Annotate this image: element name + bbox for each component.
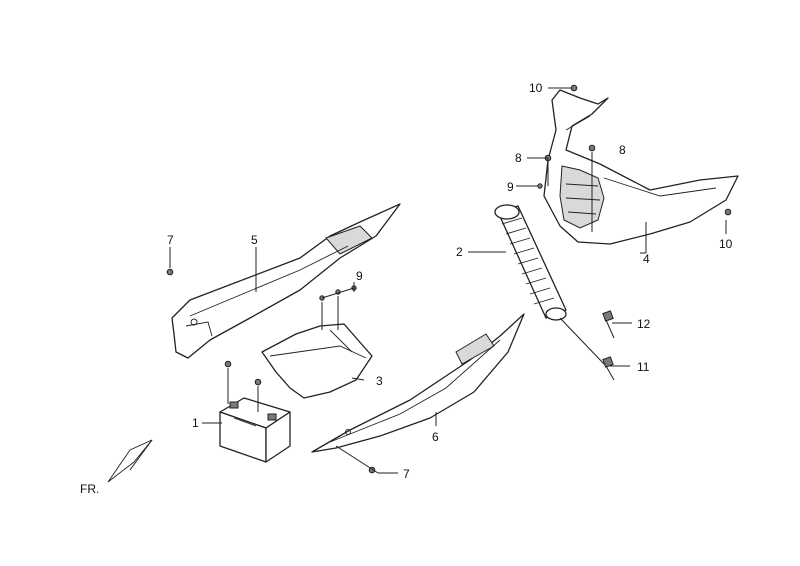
callout-3: 3 — [376, 374, 383, 388]
part-2-shock-spring — [494, 204, 567, 321]
screw-icon — [724, 208, 732, 216]
bolt-icon — [602, 356, 615, 381]
part-5-left-side-cover — [171, 203, 401, 359]
screw-icon — [588, 144, 596, 152]
callout-1: 1 — [192, 416, 199, 430]
part-3-inner-panel — [261, 323, 373, 399]
front-arrow-icon — [107, 439, 153, 483]
callout-labels: 1 2 3 4 5 6 7 7 8 8 9 9 10 10 11 12 — [167, 81, 733, 481]
callout-2: 2 — [456, 245, 463, 259]
bolt-icon — [602, 310, 615, 339]
callout-7-lower: 7 — [403, 467, 410, 481]
clip-icon — [537, 183, 543, 189]
part-4-rear-cowl — [543, 89, 739, 245]
callout-6: 6 — [432, 430, 439, 444]
callout-12: 12 — [637, 317, 651, 331]
callout-5: 5 — [251, 233, 258, 247]
callout-8-left: 8 — [515, 151, 522, 165]
callout-8-right: 8 — [619, 143, 626, 157]
part-1-battery — [219, 397, 291, 463]
screw-icon — [254, 378, 262, 386]
callout-7-upper: 7 — [167, 233, 174, 247]
callout-10-right: 10 — [719, 237, 733, 251]
screw-icon — [166, 268, 174, 276]
callout-4: 4 — [643, 252, 650, 266]
part-6-lower-side-rail — [311, 313, 525, 453]
front-label: FR. — [80, 482, 99, 496]
front-direction-indicator: FR. — [80, 439, 153, 496]
screw-icon — [224, 360, 232, 368]
callout-9-upper: 9 — [356, 269, 363, 283]
callout-10-top: 10 — [529, 81, 543, 95]
callout-9-right: 9 — [507, 180, 514, 194]
leader-lines — [169, 87, 727, 474]
callout-11: 11 — [637, 360, 650, 374]
screw-icon — [570, 84, 578, 92]
